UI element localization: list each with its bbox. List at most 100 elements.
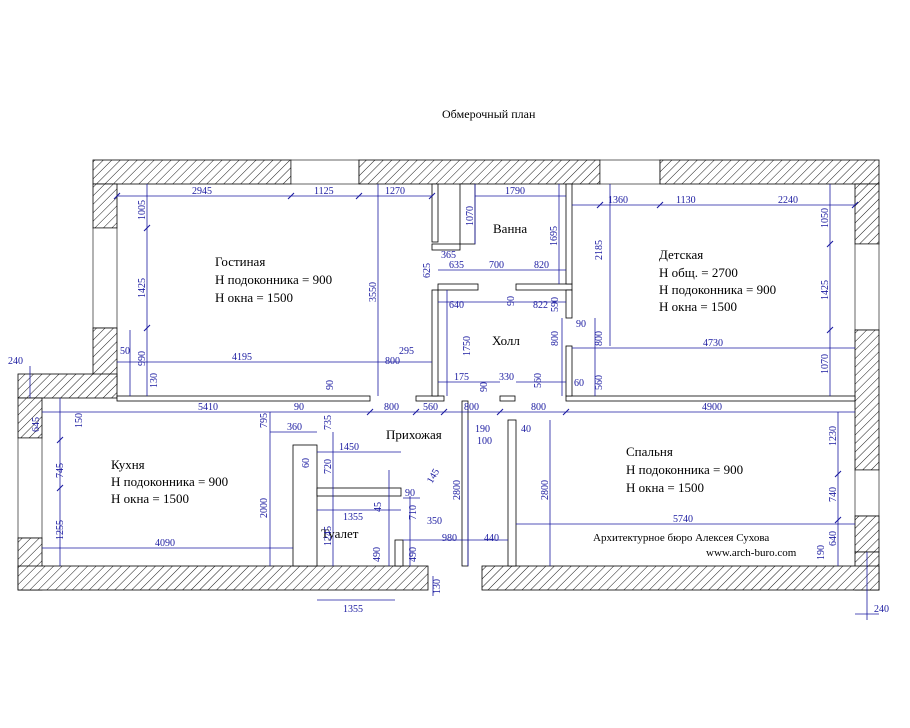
room-living-name: Гостиная: [215, 254, 265, 269]
wall-left-step: [17, 373, 118, 399]
dim-label: 560: [423, 402, 438, 413]
dim-label: 2800: [540, 480, 551, 500]
dim-label: 800: [550, 331, 561, 346]
dim-label: 1130: [676, 195, 696, 206]
dim-label: 745: [55, 463, 66, 478]
dim-label: 800: [531, 402, 546, 413]
window-kitchen: [17, 437, 43, 539]
dim-label: 190: [475, 424, 490, 435]
dim-label: 1750: [462, 336, 473, 356]
dim-label: 1790: [505, 186, 525, 197]
room-kitchen-name: Кухня: [111, 457, 145, 472]
walls: [17, 159, 880, 591]
window-bedroom-right: [854, 469, 880, 517]
dim-label: 3550: [368, 282, 379, 302]
dim-label: 560: [594, 375, 605, 390]
dim-label: 820: [534, 260, 549, 271]
dim-label: 1050: [820, 208, 831, 228]
dim-label: 1355: [343, 512, 363, 523]
dim-label: 1070: [820, 354, 831, 374]
wall-mid-c2: [499, 395, 516, 402]
room-toilet-name: Туалет: [321, 526, 359, 541]
dim-label: 1270: [385, 186, 405, 197]
room-living-sill: Н подоконника = 900: [215, 272, 332, 287]
wall-mid-c1: [415, 395, 445, 402]
dim-label: 4090: [155, 538, 175, 549]
dim-label: 365: [441, 250, 456, 261]
dim-label: 440: [484, 533, 499, 544]
dim-label: 800: [384, 402, 399, 413]
wall-hall-left: [431, 289, 439, 397]
dim-label: 735: [323, 415, 334, 430]
window-living-left: [92, 227, 118, 329]
dim-label: 240: [8, 356, 23, 367]
dim-label: 2240: [778, 195, 798, 206]
dim-label: 560: [533, 373, 544, 388]
dim-label: 710: [408, 505, 419, 520]
dim-label: 130: [432, 579, 443, 594]
dim-label: 590: [550, 297, 561, 312]
dim-label: 175: [454, 372, 469, 383]
wall-kitchen-left-upper: [17, 397, 43, 439]
dim-label: 2945: [192, 186, 212, 197]
dim-label: 240: [874, 604, 889, 615]
room-hall-name: Холл: [492, 333, 520, 348]
dim-label: 90: [576, 319, 586, 330]
wall-top-mid: [358, 159, 601, 185]
wall-left-upper: [92, 183, 118, 229]
dim-label: 1425: [820, 280, 831, 300]
dim-label: 60: [574, 378, 584, 389]
dim-label: 640: [828, 531, 839, 546]
dim-label: 1005: [137, 200, 148, 220]
window-living-top: [290, 159, 360, 185]
dim-label: 2185: [594, 240, 605, 260]
dim-label: 40: [521, 424, 531, 435]
dim-label: 1245: [323, 526, 334, 546]
room-bedroom-name: Спальня: [626, 444, 673, 459]
dim-label: 740: [828, 487, 839, 502]
window-kids-top: [599, 159, 661, 185]
wall-toilet-top: [316, 487, 402, 497]
dim-label: 330: [499, 372, 514, 383]
dim-label: 1360: [608, 195, 628, 206]
dim-label: 90: [479, 382, 490, 392]
dim-label: 90: [294, 402, 304, 413]
studio-name: Архитектурное бюро Алексея Сухова: [593, 532, 769, 544]
wall-bottom-left: [17, 565, 429, 591]
wall-right-mid: [854, 329, 880, 471]
room-bath-name: Ванна: [493, 221, 527, 236]
wall-toilet-right: [394, 539, 404, 567]
room-labels: Гостиная Н подоконника = 900 Н окна = 15…: [111, 221, 797, 559]
room-kids-total: Н общ. = 2700: [659, 265, 738, 280]
dimension-labels: 2945 1125 1270 1790 1360 1130 2240 1005 …: [8, 186, 889, 615]
dim-label: 130: [149, 373, 160, 388]
dim-label: 50: [120, 346, 130, 357]
dim-label: 1230: [828, 426, 839, 446]
dim-label: 800: [385, 356, 400, 367]
dim-label: 1355: [343, 604, 363, 615]
wall-bottom-right: [481, 565, 880, 591]
room-entry-name: Прихожая: [386, 427, 442, 442]
wall-right-lower: [854, 515, 880, 553]
dim-label: 1425: [137, 278, 148, 298]
dim-label: 1125: [314, 186, 334, 197]
wall-top-right: [659, 159, 880, 185]
dim-label: 700: [489, 260, 504, 271]
wall-kids-left-b: [565, 345, 573, 397]
wall-bath-stub: [431, 243, 461, 251]
dim-label: 350: [427, 516, 442, 527]
dim-label: 795: [259, 413, 270, 428]
dim-label: 640: [449, 300, 464, 311]
wall-top-left: [92, 159, 292, 185]
dim-label: 100: [477, 436, 492, 447]
dim-label: 645: [31, 417, 42, 432]
dim-label: 295: [399, 346, 414, 357]
wall-mid-right: [565, 395, 856, 402]
wall-bath-left: [431, 183, 439, 243]
room-bedroom-window: Н окна = 1500: [626, 480, 704, 495]
dim-label: 800: [464, 402, 479, 413]
dim-label: 2000: [259, 498, 270, 518]
dim-label: 625: [422, 263, 433, 278]
wall-kitchen-right: [292, 444, 318, 567]
